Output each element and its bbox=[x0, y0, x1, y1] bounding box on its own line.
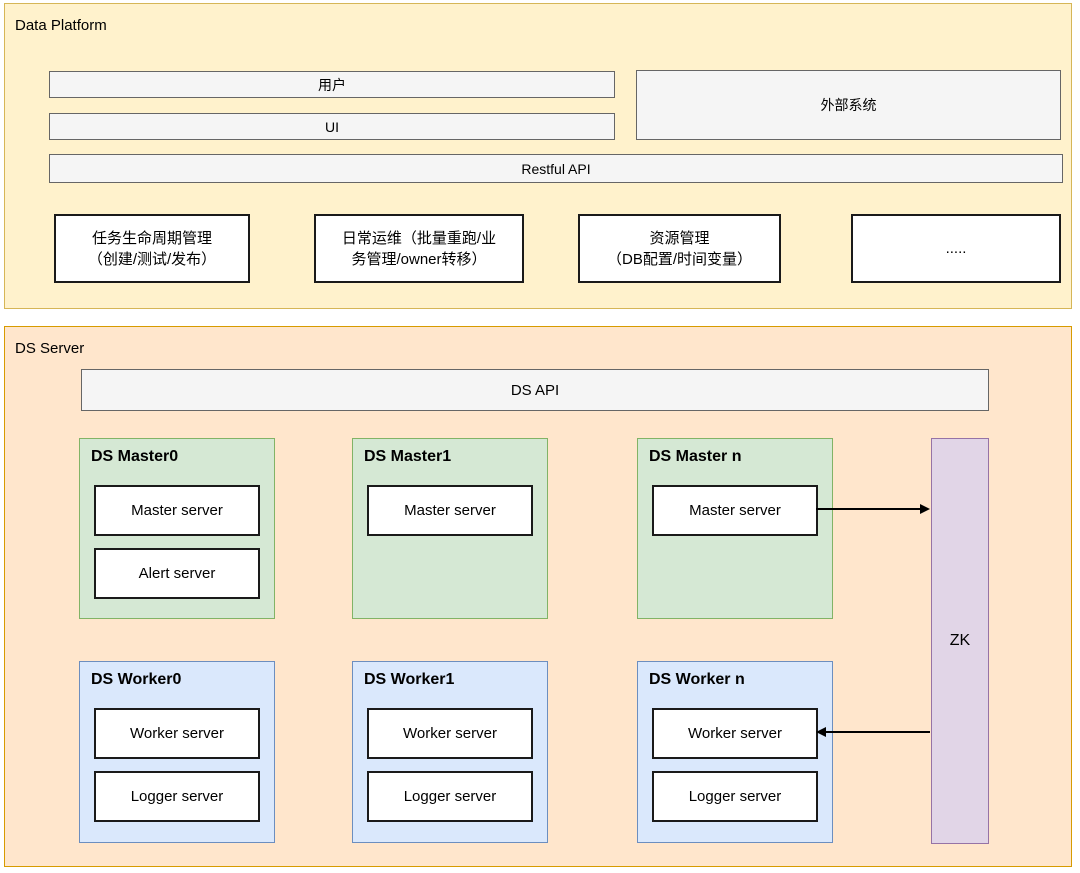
feature-box-daily-ops: 日常运维（批量重跑/业 务管理/owner转移） bbox=[314, 214, 524, 283]
ui-bar-label: UI bbox=[325, 118, 339, 135]
feature-box-line: （DB配置/时间变量） bbox=[606, 250, 752, 268]
users-bar: 用户 bbox=[49, 71, 615, 98]
logger-server-box: Logger server bbox=[652, 771, 818, 822]
ds-api-bar: DS API bbox=[81, 369, 989, 411]
server-label: Worker server bbox=[688, 725, 782, 742]
arrow-head-icon bbox=[920, 504, 930, 514]
ds-master0-group: DS Master0 Master server Alert server bbox=[79, 438, 275, 619]
ds-worker-n-title: DS Worker n bbox=[649, 671, 745, 688]
feature-box-line: 资源管理 bbox=[649, 229, 710, 247]
data-platform-title: Data Platform bbox=[15, 17, 107, 34]
arrow-line bbox=[826, 731, 930, 733]
server-label: Master server bbox=[131, 502, 223, 519]
feature-box-line: （创建/测试/发布） bbox=[87, 250, 217, 268]
ds-worker0-group: DS Worker0 Worker server Logger server bbox=[79, 661, 275, 843]
ui-bar: UI bbox=[49, 113, 615, 140]
master-server-box: Master server bbox=[367, 485, 533, 536]
ds-worker-n-group: DS Worker n Worker server Logger server bbox=[637, 661, 833, 843]
ds-master-n-group: DS Master n Master server bbox=[637, 438, 833, 619]
master-server-box: Master server bbox=[652, 485, 818, 536]
ds-master1-group: DS Master1 Master server bbox=[352, 438, 548, 619]
server-label: Worker server bbox=[403, 725, 497, 742]
alert-server-box: Alert server bbox=[94, 548, 260, 599]
restful-api-label: Restful API bbox=[521, 160, 591, 177]
external-system-label: 外部系统 bbox=[820, 97, 877, 113]
server-label: Worker server bbox=[130, 725, 224, 742]
worker-server-box: Worker server bbox=[652, 708, 818, 759]
arrow-head-icon bbox=[816, 727, 826, 737]
ds-api-label: DS API bbox=[510, 381, 560, 399]
ds-master-n-title: DS Master n bbox=[649, 448, 742, 465]
server-label: Alert server bbox=[138, 565, 216, 582]
feature-box-task-lifecycle: 任务生命周期管理 （创建/测试/发布） bbox=[54, 214, 250, 283]
data-platform-panel: Data Platform 用户 UI 外部系统 Restful API 任务生… bbox=[4, 3, 1072, 309]
server-label: Logger server bbox=[688, 788, 782, 805]
external-system-box: 外部系统 bbox=[636, 70, 1061, 140]
feature-box-line: 任务生命周期管理 bbox=[91, 229, 212, 247]
ds-worker0-title: DS Worker0 bbox=[91, 671, 182, 688]
ds-server-panel: DS Server DS API DS Master0 Master serve… bbox=[4, 326, 1072, 867]
logger-server-box: Logger server bbox=[94, 771, 260, 822]
zk-label: ZK bbox=[949, 632, 971, 649]
feature-box-line: ..... bbox=[945, 240, 967, 257]
ds-master0-title: DS Master0 bbox=[91, 448, 179, 465]
logger-server-box: Logger server bbox=[367, 771, 533, 822]
server-label: Master server bbox=[689, 502, 781, 519]
ds-server-title: DS Server bbox=[15, 340, 85, 357]
ds-worker1-title: DS Worker1 bbox=[364, 671, 455, 688]
ds-worker1-group: DS Worker1 Worker server Logger server bbox=[352, 661, 548, 843]
zk-box: ZK bbox=[931, 438, 989, 844]
ds-master1-title: DS Master1 bbox=[364, 448, 452, 465]
restful-api-bar: Restful API bbox=[49, 154, 1063, 183]
worker-server-box: Worker server bbox=[367, 708, 533, 759]
master-server-box: Master server bbox=[94, 485, 260, 536]
feature-box-resource-mgmt: 资源管理 （DB配置/时间变量） bbox=[578, 214, 781, 283]
server-label: Master server bbox=[404, 502, 496, 519]
server-label: Logger server bbox=[130, 788, 224, 805]
feature-box-line: 务管理/owner转移） bbox=[351, 250, 487, 268]
feature-box-line: 日常运维（批量重跑/业 bbox=[341, 229, 497, 247]
server-label: Logger server bbox=[403, 788, 497, 805]
feature-box-ellipsis: ..... bbox=[851, 214, 1061, 283]
arrow-line bbox=[816, 508, 920, 510]
worker-server-box: Worker server bbox=[94, 708, 260, 759]
users-bar-label: 用户 bbox=[318, 76, 346, 93]
